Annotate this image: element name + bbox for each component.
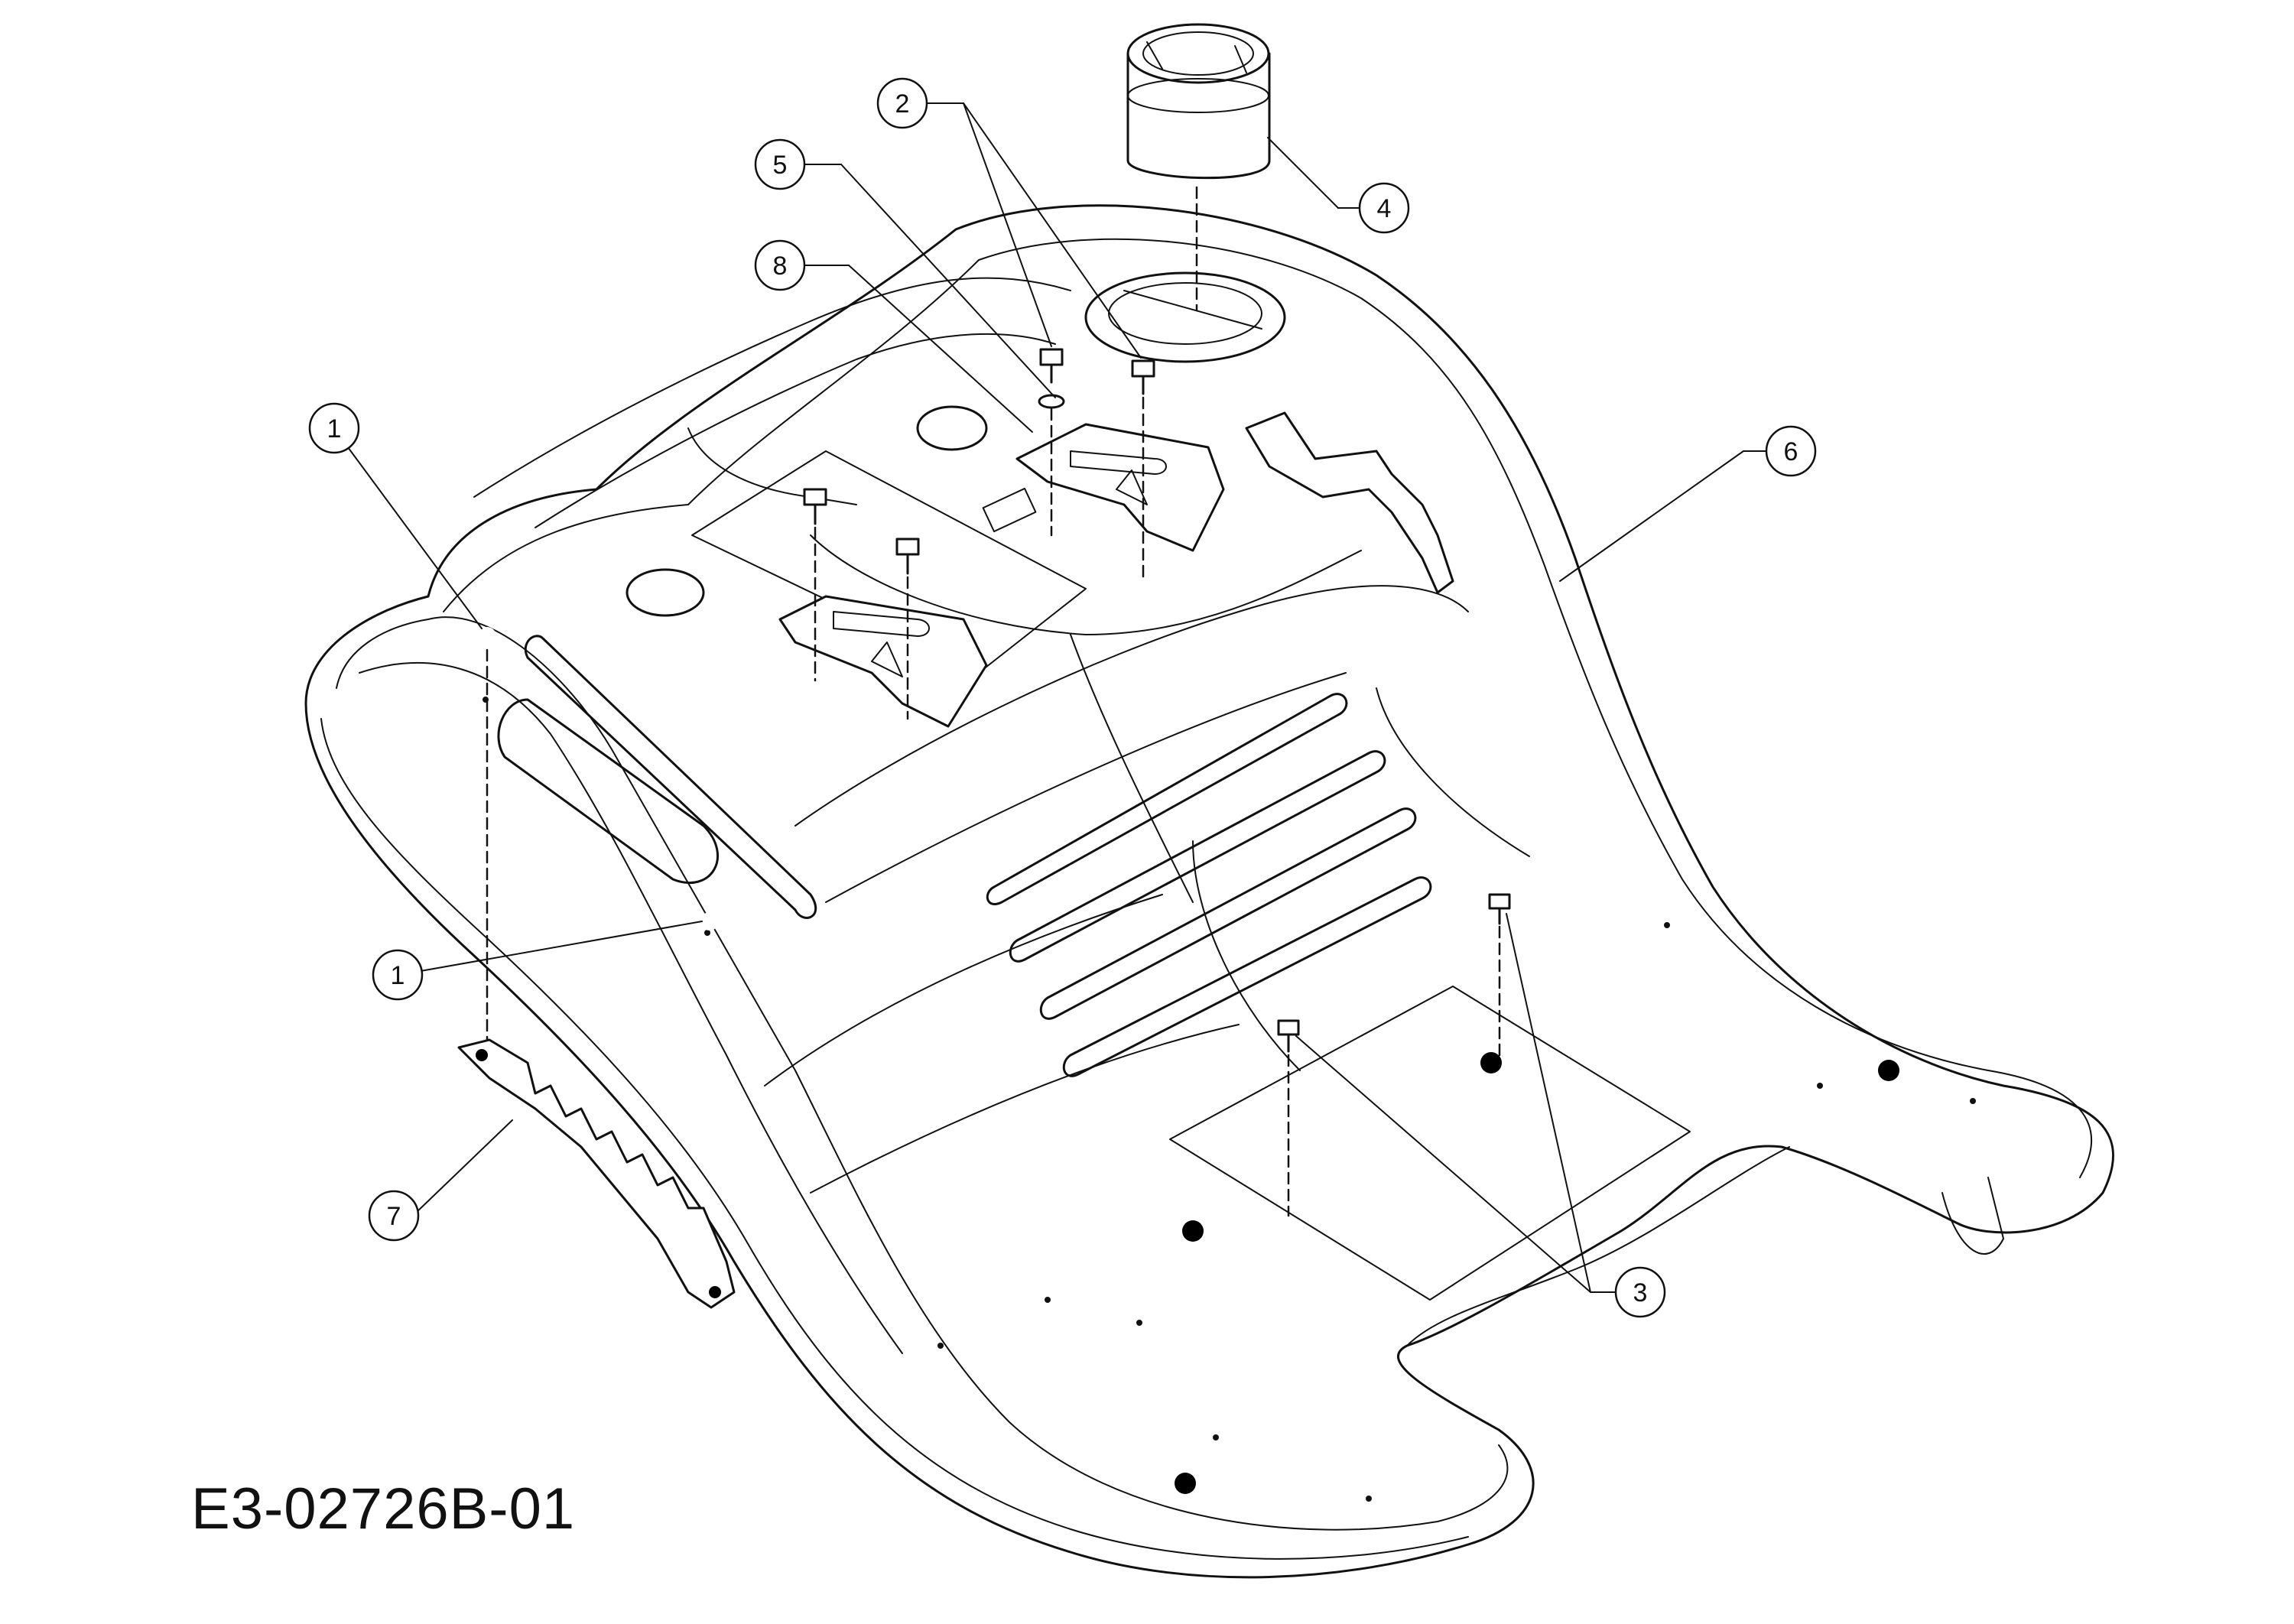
bolt-3a (803, 488, 827, 525)
assembly-lines (486, 186, 1501, 1217)
svg-text:7: 7 (387, 1202, 401, 1231)
svg-text:1: 1 (391, 961, 405, 990)
drawing-number: E3-02726B-01 (191, 1476, 576, 1541)
callout-7: 7 (368, 1190, 420, 1242)
seat-bracket-left (778, 595, 988, 728)
callout-2: 2 (876, 77, 928, 129)
bolt-2a (1039, 348, 1064, 384)
adjust-plate (457, 1038, 736, 1309)
svg-text:2: 2 (895, 89, 910, 119)
washer-8 (1038, 394, 1065, 409)
bolt-3c (1277, 1019, 1300, 1053)
callout-4: 3 4 (1358, 182, 1410, 234)
bolt-2b (1131, 359, 1155, 395)
seat-bracket-right (1015, 423, 1225, 552)
svg-text:8: 8 (773, 252, 788, 281)
callout-1-bottom: 1 (372, 949, 424, 1001)
callout-1-top: 1 (308, 402, 360, 454)
callouts: 1 1 2 3 3 4 (308, 77, 1817, 1318)
bolt-3d (1488, 893, 1511, 925)
callout-3: 3 (1614, 1266, 1666, 1318)
svg-text:5: 5 (773, 151, 788, 180)
svg-text:3: 3 (1633, 1278, 1648, 1307)
bolt-3b (895, 538, 920, 575)
callout-6: 6 (1765, 425, 1817, 477)
fuel-cap (1126, 23, 1271, 180)
svg-text:4: 4 (1377, 194, 1392, 223)
callout-5: 5 (754, 138, 806, 190)
screw-1b (700, 912, 719, 931)
bolt-group (478, 348, 1511, 1053)
fender-body (304, 204, 2115, 1579)
svg-text:1: 1 (327, 414, 342, 443)
screw-1a (478, 627, 496, 645)
callout-8: 8 (754, 239, 806, 291)
svg-text:6: 6 (1784, 437, 1798, 466)
